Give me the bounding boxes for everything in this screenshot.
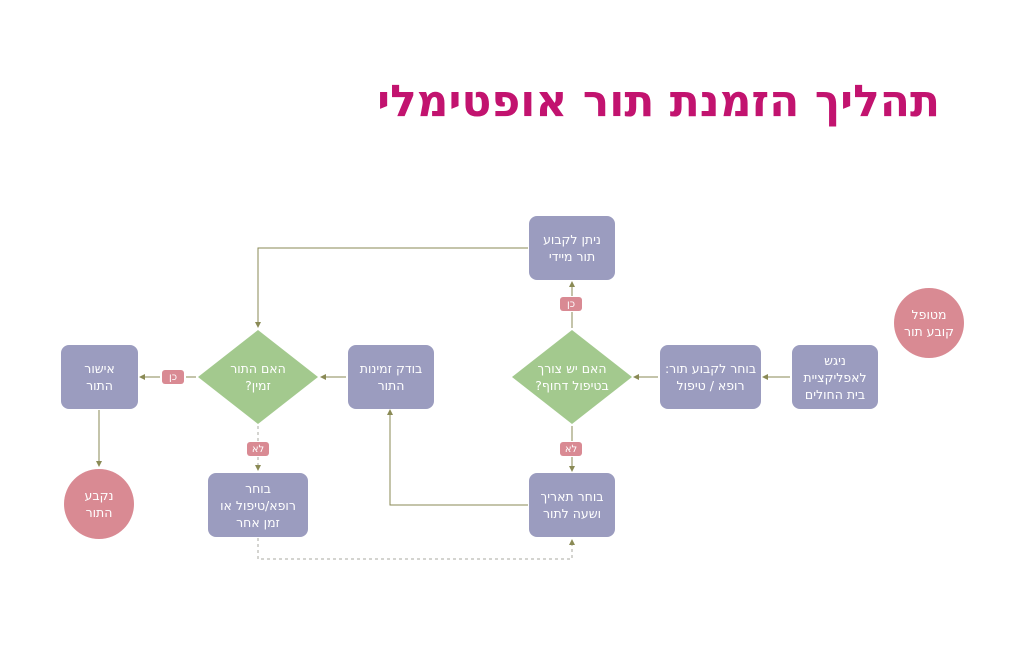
- available-no-tag: לא: [247, 442, 269, 456]
- urgent-yes-tag: כן: [560, 297, 582, 311]
- urgent-decision-shape: [512, 330, 632, 424]
- urgent-no-tag: לא: [560, 442, 582, 456]
- immediate-appointment-step: ניתן לקבוע תור מיידי: [529, 216, 615, 280]
- enter-app-step: ניגש לאפליקציית בית החולים: [792, 345, 878, 409]
- available-yes-tag: כן: [162, 370, 184, 384]
- choose-type-step: בוחר לקבוע תור: רופא / טיפול: [660, 345, 761, 409]
- check-availability-step: בודק זמינות התור: [348, 345, 434, 409]
- page-title: תהליך הזמנת תור אופטימלי: [377, 76, 940, 127]
- urgent-question-label: האם יש צורך בטיפול דחוף?: [535, 361, 609, 393]
- availability-question-label: האם התור זמין?: [230, 361, 286, 393]
- choose-other-step: בוחר רופא/טיפול או זמן אחר: [208, 473, 308, 537]
- availability-decision-shape: [198, 330, 318, 424]
- confirm-step: אישור התור: [61, 345, 138, 409]
- end-node: נקבע התור: [64, 469, 134, 539]
- start-node: מטופל קובע תור: [894, 288, 964, 358]
- choose-date-step: בוחר תאריך ושעה לתור: [529, 473, 615, 537]
